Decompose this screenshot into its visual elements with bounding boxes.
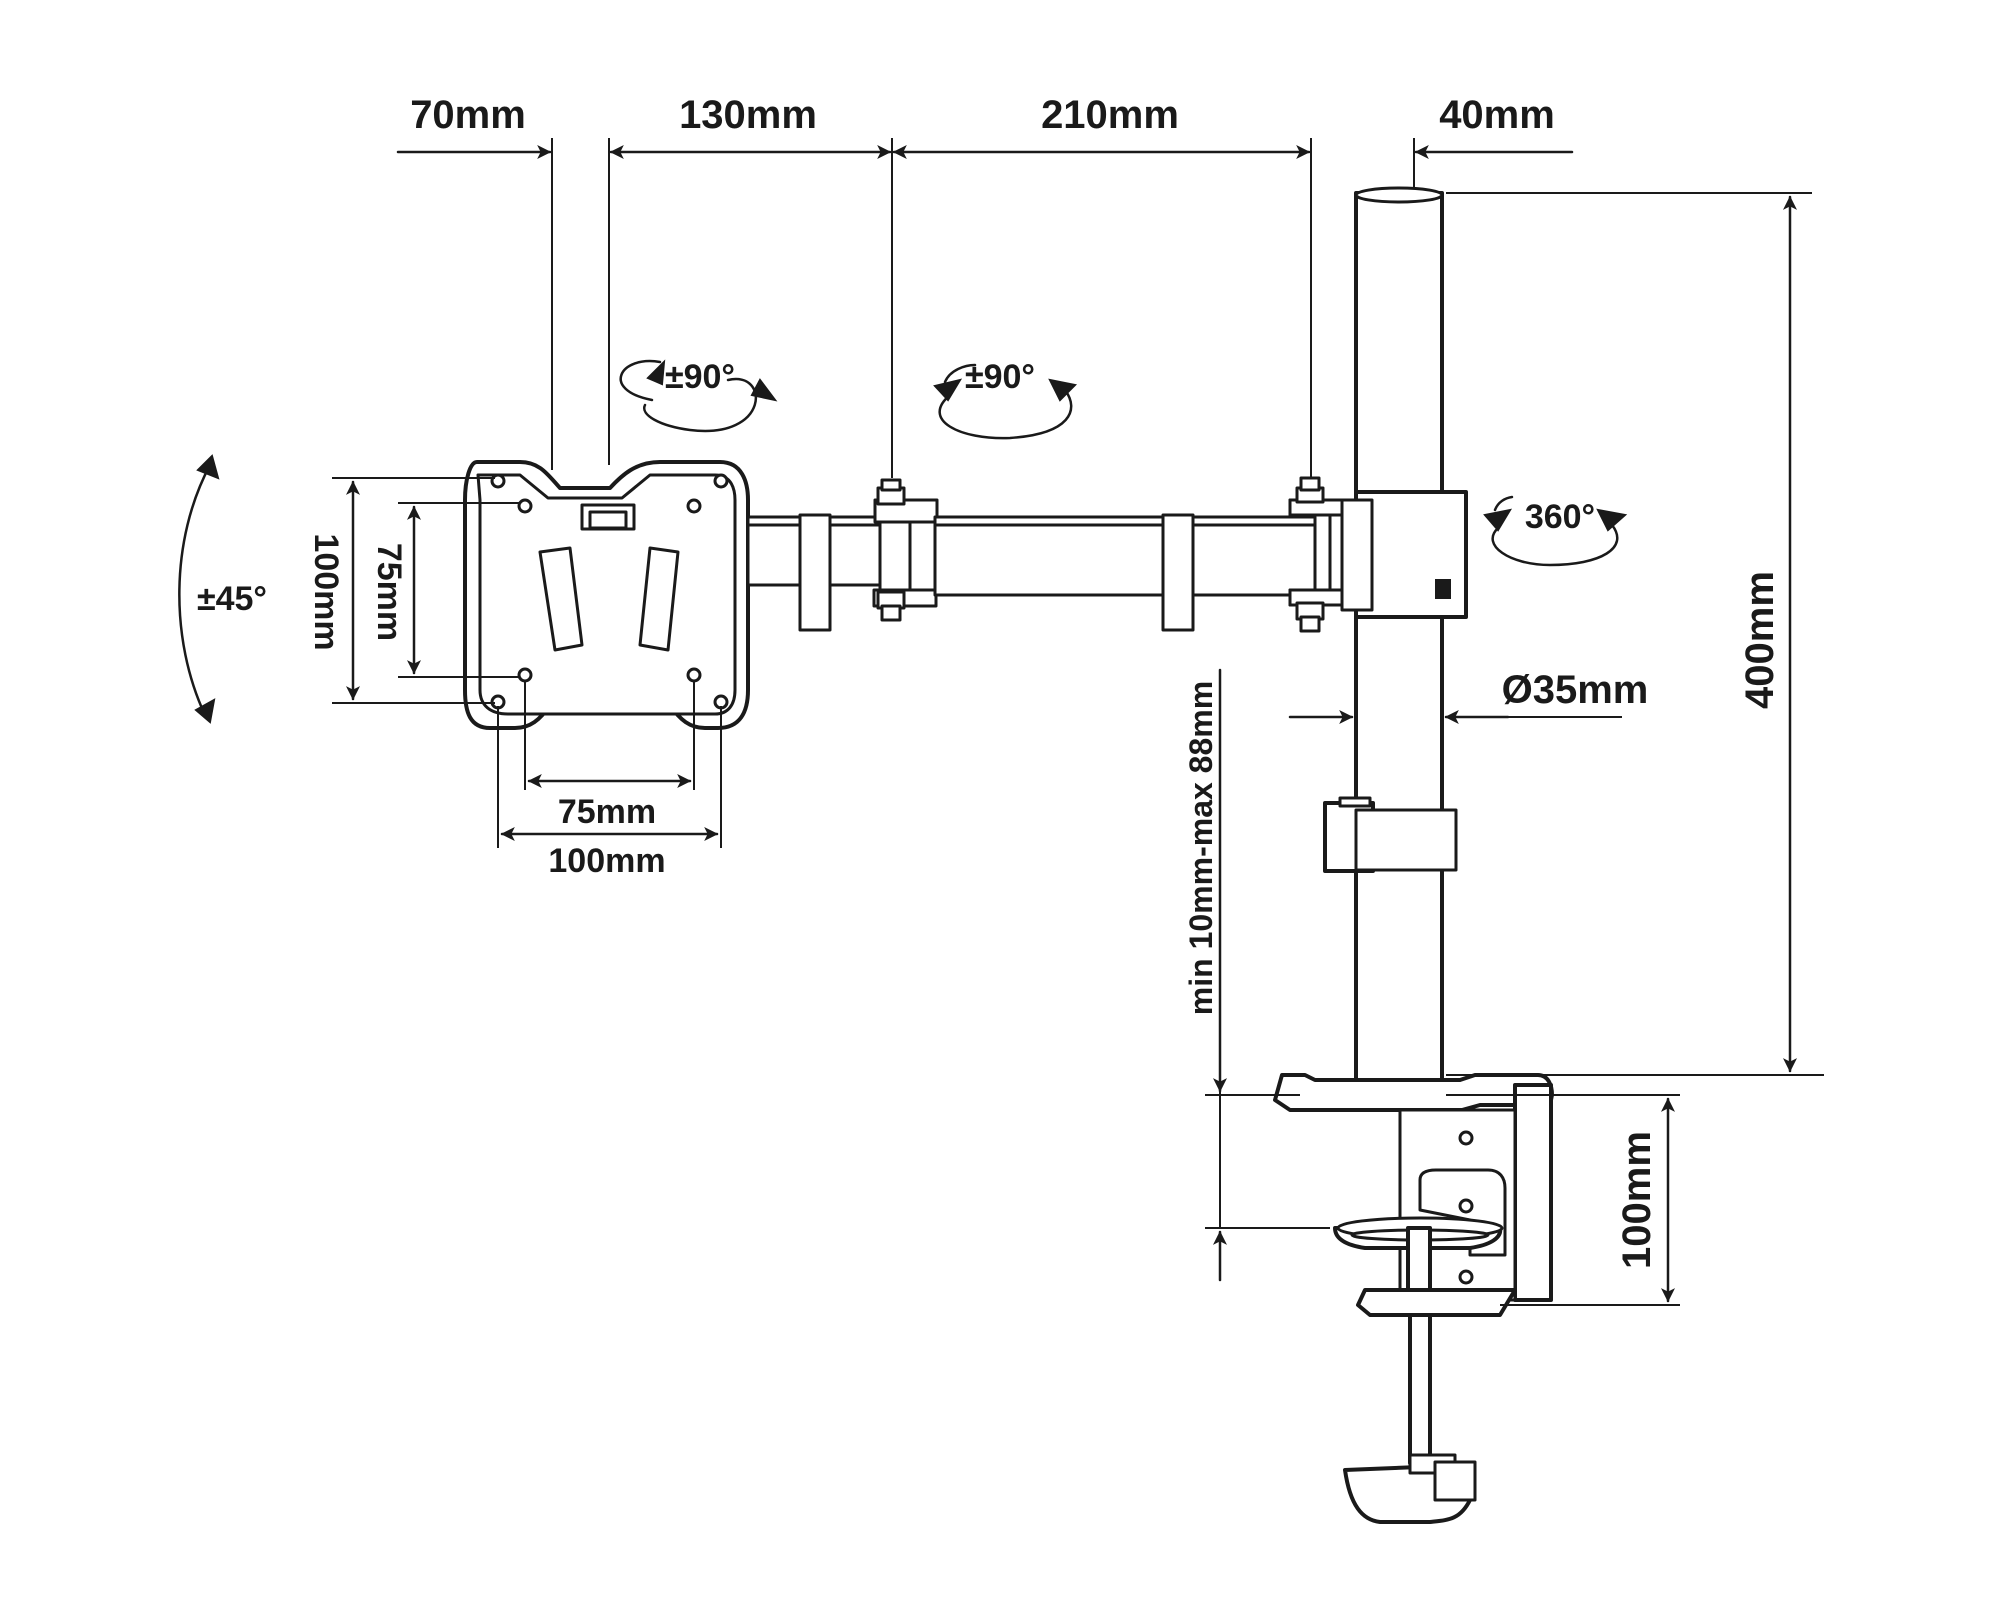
arm-rotation-label: ±90° (965, 358, 1035, 396)
rear-arm (933, 476, 1387, 633)
front-arm (746, 478, 939, 632)
rotation-arrow-plate (619, 359, 778, 433)
tilt-arrow-45 (178, 454, 220, 724)
plate-rotation-label: ±90° (665, 358, 735, 396)
rotation-360-label: 360° (1525, 498, 1595, 536)
plate-width-100-label: 100mm (548, 842, 665, 880)
plate-height-75-label: 75mm (370, 543, 408, 641)
plate-width-75-label: 75mm (558, 793, 656, 831)
plate-height-100-label: 100mm (307, 533, 345, 650)
plate-vertical-dimensions (332, 477, 520, 704)
clamp-range-label: min 10mm-max 88mm (1183, 681, 1219, 1015)
pole-diameter-label: Ø35mm (1502, 668, 1649, 712)
dim-130mm-label: 130mm (679, 93, 817, 137)
pole-height-dimension (1446, 192, 1824, 1076)
clamp-range-dimension (1205, 668, 1330, 1282)
clamp-height-label: 100mm (1615, 1131, 1659, 1269)
dim-210mm-label: 210mm (1041, 93, 1179, 137)
pole-height-label: 400mm (1738, 571, 1782, 709)
desk-clamp (1273, 1073, 1554, 1524)
top-dimension-lines (396, 138, 1574, 478)
vesa-plate (463, 460, 750, 730)
pole (1323, 186, 1468, 1085)
dim-40mm-label: 40mm (1439, 93, 1555, 137)
plate-horizontal-dimensions (497, 680, 722, 848)
rotation-arrow-arm (933, 363, 1078, 440)
dim-70mm-label: 70mm (410, 93, 526, 137)
rotation-arrow-360 (1483, 495, 1628, 567)
tilt-45-label: ±45° (197, 580, 267, 618)
clamp-height-dimension (1446, 1094, 1680, 1306)
